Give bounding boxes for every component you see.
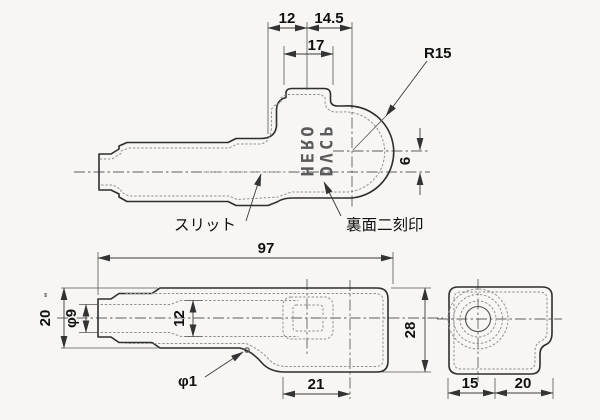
side-view-centerlines bbox=[74, 98, 430, 208]
bore-circle-mid bbox=[453, 294, 503, 344]
side-view: HERO DVCP 12 14.5 17 R15 6 スリット bbox=[74, 10, 452, 234]
dim-text-21: 21 bbox=[308, 376, 325, 393]
bore-hidden-line-top bbox=[100, 300, 299, 305]
hidden-square-outer bbox=[282, 296, 334, 340]
plan-view-outline bbox=[97, 287, 389, 373]
end-view-outline bbox=[448, 286, 553, 375]
dim-text-15: 15 bbox=[462, 375, 479, 392]
dim-text-r15: R15 bbox=[424, 45, 452, 62]
dim-text-12-plan: 12 bbox=[171, 310, 188, 327]
dim-text-14_5: 14.5 bbox=[314, 10, 343, 27]
r15-leader-to-center bbox=[352, 115, 387, 151]
stamp-note-label: 裏面二刻印 bbox=[346, 215, 424, 234]
end-view-centerlines bbox=[437, 279, 562, 382]
plan-view-inner-wall-hidden-line bbox=[125, 293, 384, 367]
dim-text-20-end: 20 bbox=[515, 375, 532, 392]
phi1-leader-line bbox=[204, 351, 244, 378]
dim-text-phi1: φ1 bbox=[178, 373, 197, 390]
end-view-inner-wall-hidden-line bbox=[453, 291, 548, 370]
dim-text-phi9: φ9 bbox=[63, 309, 80, 328]
end-view-bore-circles bbox=[447, 288, 509, 350]
slit-leader-line bbox=[245, 173, 262, 222]
dim-text-20-plan: 20 bbox=[37, 310, 54, 327]
dim-text-97: 97 bbox=[258, 240, 275, 257]
end-view: 15 20 bbox=[437, 279, 562, 399]
bore-circle-inner-hidden bbox=[459, 300, 497, 338]
plan-view-dimension-lines bbox=[60, 254, 429, 398]
bore-circle-inner bbox=[464, 305, 492, 333]
plan-view-centerlines bbox=[57, 279, 443, 399]
side-view-inner-wall-hidden-line bbox=[99, 94, 386, 201]
side-view-dimension-lines bbox=[245, 24, 428, 222]
dim-text-12: 12 bbox=[279, 10, 296, 27]
dim-text-17: 17 bbox=[308, 37, 325, 54]
stamp-word-left: HERO bbox=[296, 124, 316, 177]
r15-leader-line bbox=[385, 60, 428, 117]
stamp-note-leader-line bbox=[323, 181, 342, 217]
dim-text-6: 6 bbox=[397, 157, 414, 165]
dim-text-28: 28 bbox=[402, 322, 419, 339]
side-view-outline bbox=[98, 87, 395, 207]
bore-circle-outer bbox=[447, 288, 509, 350]
hidden-square-inner bbox=[292, 304, 324, 332]
slit-label: スリット bbox=[174, 216, 236, 234]
plan-view-extension-lines bbox=[61, 252, 431, 399]
stamp-word-right: DVCP bbox=[315, 124, 335, 177]
bore-hidden-line-bottom bbox=[100, 332, 299, 337]
plan-view: 97 20 '' φ9 12 φ1 21 28 bbox=[37, 240, 443, 399]
phi1-hole bbox=[244, 347, 250, 353]
dim-text-20-marks: '' bbox=[43, 293, 53, 297]
